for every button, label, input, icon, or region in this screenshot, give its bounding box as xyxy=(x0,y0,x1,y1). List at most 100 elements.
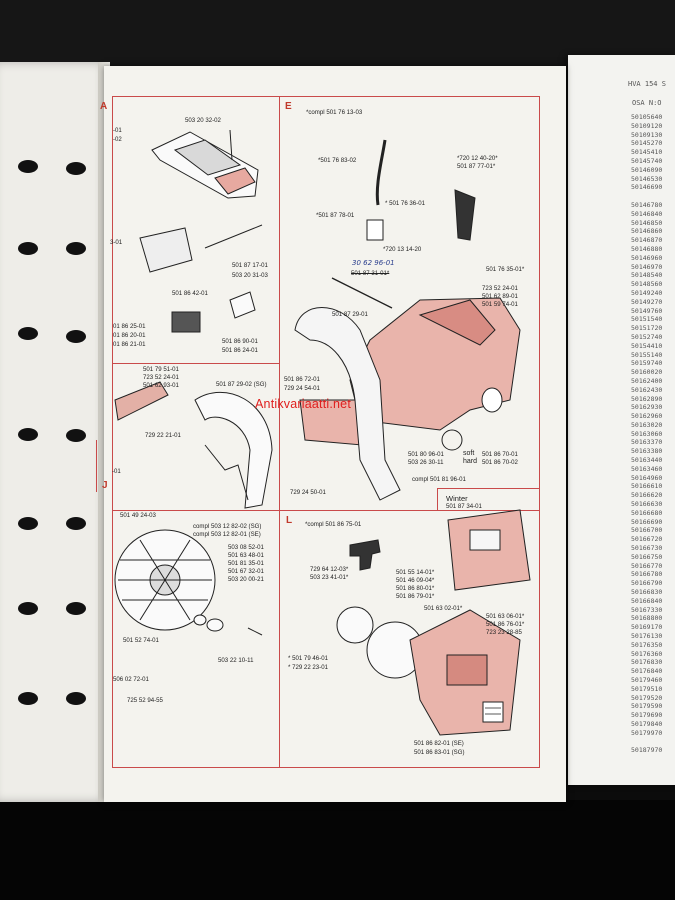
printout-part-number: 50162930 xyxy=(631,403,663,412)
printout-part-number: 50160020 xyxy=(631,368,663,377)
divider-horizontal xyxy=(112,510,540,512)
part-number: * 501 76 36-01 xyxy=(385,200,425,207)
o-ring-part xyxy=(441,429,463,451)
fuel-filter-part xyxy=(366,219,384,241)
part-number: 501 87 17-01 xyxy=(232,262,268,269)
part-number: 723 52 24-01 xyxy=(482,285,518,292)
divider-j-edge xyxy=(96,440,98,492)
printout-part-number: 50176130 xyxy=(631,632,663,641)
part-number: 501 62 89-01 xyxy=(482,293,518,300)
washer-part xyxy=(206,618,224,632)
printout-part-number: 50146690 xyxy=(631,183,663,192)
part-number: 501 87 77-01* xyxy=(457,163,496,170)
part-number: compl 503 12 82-02 (SG) xyxy=(193,523,262,530)
oil-cap-part xyxy=(481,387,503,413)
winter-box-top xyxy=(437,488,540,490)
part-number: 723 23 28-85 xyxy=(486,629,522,636)
part-number: 503 23 41-01* xyxy=(310,574,349,581)
part-number: -01 xyxy=(113,127,122,134)
part-number: 501 87 29-01 xyxy=(332,311,368,318)
printout-part-number: 50162890 xyxy=(631,394,663,403)
printout-part-number: 50179690 xyxy=(631,711,663,720)
printout-part-number: 50149270 xyxy=(631,297,663,306)
punch-hole xyxy=(18,428,38,441)
part-number: 501 80 96-01 xyxy=(408,451,444,458)
part-number: 503 20 32-02 xyxy=(185,117,221,124)
printout-part-number: 50163440 xyxy=(631,456,663,465)
part-number: compl 503 12 82-01 (SE) xyxy=(193,531,261,538)
part-number: 501 52 74-01 xyxy=(123,637,159,644)
screw-part xyxy=(247,627,263,636)
section-l-label: L xyxy=(286,515,293,526)
printout-part-number: 50146870 xyxy=(631,236,663,245)
part-number: 501 87 29-02 (SG) xyxy=(216,381,267,388)
part-number: 501 62 93-01 xyxy=(143,382,179,389)
printout-part-number: 50145740 xyxy=(631,156,663,165)
part-number: 01 86 20-01 xyxy=(113,332,146,339)
printout-part-number: 50166780 xyxy=(631,570,663,579)
printout-part-number: 50166620 xyxy=(631,491,663,500)
printout-part-number: 50145410 xyxy=(631,148,663,157)
printout-part-number: 50146880 xyxy=(631,244,663,253)
printout-part-number: 50148540 xyxy=(631,271,663,280)
printout-part-number: 50146530 xyxy=(631,174,663,183)
printout-part-number: 50146960 xyxy=(631,253,663,262)
part-compl: *compl 501 76 13-03 xyxy=(306,109,363,116)
punch-hole xyxy=(66,242,86,255)
punch-hole xyxy=(66,692,86,705)
part-number: 729 24 54-01 xyxy=(284,385,320,392)
section-a-label: A xyxy=(100,101,108,112)
part-number: 501 86 83-01 (SG) xyxy=(414,749,465,756)
printout-part-number: 50163020 xyxy=(631,420,663,429)
part-number: 725 52 94-55 xyxy=(127,697,163,704)
part-number: 501 81 35-01 xyxy=(228,560,264,567)
part-compl: *compl 501 86 75-01 xyxy=(305,521,362,528)
printout-part-number: 50166720 xyxy=(631,535,663,544)
bolt-part xyxy=(331,277,393,309)
printout-subtitle: OSA N:O xyxy=(632,99,662,107)
part-number: *501 87 78-01 xyxy=(316,212,355,219)
part-number: 501 86 90-01 xyxy=(222,338,258,345)
printout-part-number: 50164960 xyxy=(631,473,663,482)
part-number: 729 22 21-01 xyxy=(145,432,181,439)
printout-part-number: 50146850 xyxy=(631,218,663,227)
printout-part-number: 50146970 xyxy=(631,262,663,271)
winter-box-left xyxy=(437,488,439,510)
printout-part-number: 50166750 xyxy=(631,552,663,561)
part-number: -02 xyxy=(113,136,122,143)
printout-part-number: 50146840 xyxy=(631,209,663,218)
bracket-part xyxy=(229,291,256,319)
part-number: 501 46 09-04* xyxy=(396,577,435,584)
printout-part-number: 50149760 xyxy=(631,306,663,315)
part-number: 501 86 82-01 (SE) xyxy=(414,740,464,747)
chain-guard-part xyxy=(114,381,169,421)
part-number: 501 86 72-01 xyxy=(284,376,320,383)
winter-title: Winter xyxy=(446,494,468,503)
printout-part-number: 50168800 xyxy=(631,614,663,623)
rod-part xyxy=(204,224,263,249)
part-number: 501 63 48-01 xyxy=(228,552,264,559)
part-number: 501 86 76-01* xyxy=(486,621,525,628)
printout-part-number: 50176830 xyxy=(631,658,663,667)
part-number: 729 64 12-03* xyxy=(310,566,349,573)
starter-handle-part xyxy=(349,539,381,571)
part-number: 501 86 70-01 xyxy=(482,451,518,458)
printout-part-number: 50166630 xyxy=(631,500,663,509)
printout-part-number: 50145270 xyxy=(631,139,663,148)
printout-part-number: 50152740 xyxy=(631,332,663,341)
punch-hole xyxy=(18,242,38,255)
filter-insert-part xyxy=(173,139,242,176)
part-number: 3-01 xyxy=(110,239,123,246)
printout-part-number: 50109130 xyxy=(631,130,663,139)
filter-cover-pink xyxy=(214,167,256,195)
printout-part-number: 50151720 xyxy=(631,324,663,333)
part-number: * 501 79 46-01 xyxy=(288,655,328,662)
background-top xyxy=(0,0,675,70)
printout-part-number: 50146780 xyxy=(631,200,663,209)
part-number: 501 86 42-01 xyxy=(172,290,208,297)
printout-part-number: 50166840 xyxy=(631,596,663,605)
punch-hole xyxy=(66,602,86,615)
front-handle-bar-part xyxy=(294,307,401,501)
